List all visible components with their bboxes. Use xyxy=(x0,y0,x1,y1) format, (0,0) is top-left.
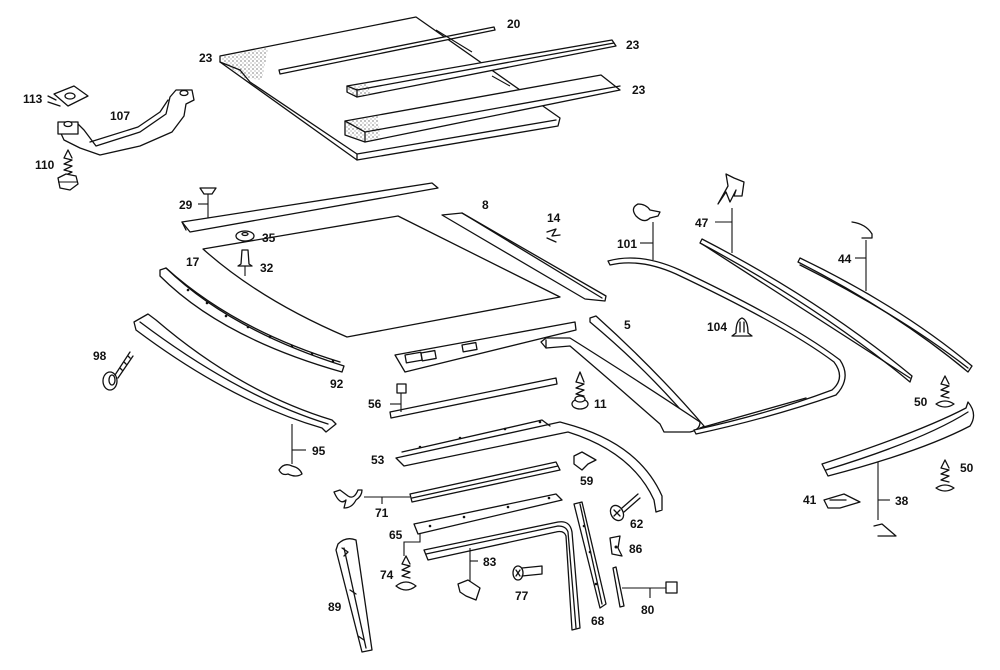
part-label-110: 110 xyxy=(35,158,55,172)
part-label-41: 41 xyxy=(803,493,817,507)
part-label-11: 11 xyxy=(594,397,607,411)
part-label-92: 92 xyxy=(330,377,344,391)
pillar-cover-shape[interactable] xyxy=(335,538,373,653)
clip-59-shape[interactable] xyxy=(573,451,597,471)
side-trim-strip-shape[interactable] xyxy=(441,212,607,302)
part-label-8: 8 xyxy=(482,198,489,212)
part-label-50: 50 xyxy=(960,461,974,475)
windshield-seal-shape[interactable] xyxy=(133,313,337,477)
screw-50-upper-shape[interactable] xyxy=(935,375,955,408)
part-label-14: 14 xyxy=(547,211,561,225)
part-label-47: 47 xyxy=(695,216,709,230)
part-label-5: 5 xyxy=(624,318,631,332)
screw-62-shape[interactable] xyxy=(608,493,641,523)
part-label-35: 35 xyxy=(262,231,276,245)
pin-29-shape[interactable] xyxy=(198,187,217,218)
screw-74-shape[interactable] xyxy=(395,555,417,591)
rod-shape[interactable] xyxy=(278,25,500,75)
part-label-62: 62 xyxy=(630,517,644,531)
seal-strip-80-shape[interactable] xyxy=(612,566,678,608)
part-label-68: 68 xyxy=(591,614,605,628)
roof-frame-trim-shape[interactable] xyxy=(394,315,705,433)
part-label-23: 23 xyxy=(199,51,213,65)
insulation-strip-upper-shape[interactable] xyxy=(346,39,617,98)
pillar-trim-shape[interactable] xyxy=(573,501,607,609)
screw-11-shape[interactable] xyxy=(571,371,589,410)
part-label-20: 20 xyxy=(507,17,521,31)
clip-14-shape[interactable] xyxy=(546,228,561,243)
clip-nut-shape[interactable] xyxy=(47,85,89,107)
grommet-shape[interactable] xyxy=(235,230,255,242)
screw-50-lower-shape[interactable] xyxy=(935,459,955,492)
part-label-59: 59 xyxy=(580,474,594,488)
part-label-104: 104 xyxy=(707,320,728,334)
part-label-74: 74 xyxy=(380,568,394,582)
window-channel-seal-shape[interactable] xyxy=(333,461,561,509)
part-label-107: 107 xyxy=(110,109,131,123)
part-label-23: 23 xyxy=(626,38,640,52)
channel-65-shape[interactable] xyxy=(403,493,563,556)
rear-moulding-shape[interactable] xyxy=(821,401,975,537)
part-label-71: 71 xyxy=(375,506,389,520)
part-label-56: 56 xyxy=(368,397,382,411)
part-label-38: 38 xyxy=(895,494,909,508)
part-label-65: 65 xyxy=(389,528,403,542)
screw-77-shape[interactable] xyxy=(512,565,543,581)
door-frame-seal-shape[interactable] xyxy=(395,419,663,513)
part-label-95: 95 xyxy=(312,444,326,458)
part-label-77: 77 xyxy=(515,589,529,603)
trim-strip-44-shape[interactable] xyxy=(797,221,973,373)
part-label-101: 101 xyxy=(617,237,638,251)
part-label-50: 50 xyxy=(914,395,928,409)
front-moulding-shape[interactable] xyxy=(181,182,439,233)
part-label-86: 86 xyxy=(629,542,643,556)
part-label-89: 89 xyxy=(328,600,342,614)
window-frame-seal-shape[interactable] xyxy=(423,521,581,631)
part-label-17: 17 xyxy=(186,255,200,269)
part-label-32: 32 xyxy=(260,261,274,275)
part-label-113: 113 xyxy=(23,92,43,106)
drip-rail-seal-shape[interactable] xyxy=(699,173,913,383)
screw-98-shape[interactable] xyxy=(102,351,134,391)
clip-86-shape[interactable] xyxy=(609,535,623,557)
grab-handle-shape[interactable] xyxy=(57,89,195,156)
windshield-glass-shape[interactable] xyxy=(202,215,561,338)
rear-window-seal-shape[interactable] xyxy=(607,203,846,435)
part-label-29: 29 xyxy=(179,198,193,212)
pin-32-shape[interactable] xyxy=(237,249,253,276)
part-label-98: 98 xyxy=(93,349,107,363)
windshield-frame-trim-shape[interactable] xyxy=(159,267,345,373)
insulation-strip-lower-shape[interactable] xyxy=(344,74,621,143)
trim-strip-56-shape[interactable] xyxy=(389,377,558,419)
part-label-83: 83 xyxy=(483,555,497,569)
part-label-53: 53 xyxy=(371,453,385,467)
screw-110-shape[interactable] xyxy=(57,149,79,191)
retainer-clip-104-shape[interactable] xyxy=(731,317,753,337)
bracket-41-shape[interactable] xyxy=(823,493,861,509)
part-label-80: 80 xyxy=(641,603,655,617)
part-label-44: 44 xyxy=(838,252,852,266)
part-label-23: 23 xyxy=(632,83,646,97)
